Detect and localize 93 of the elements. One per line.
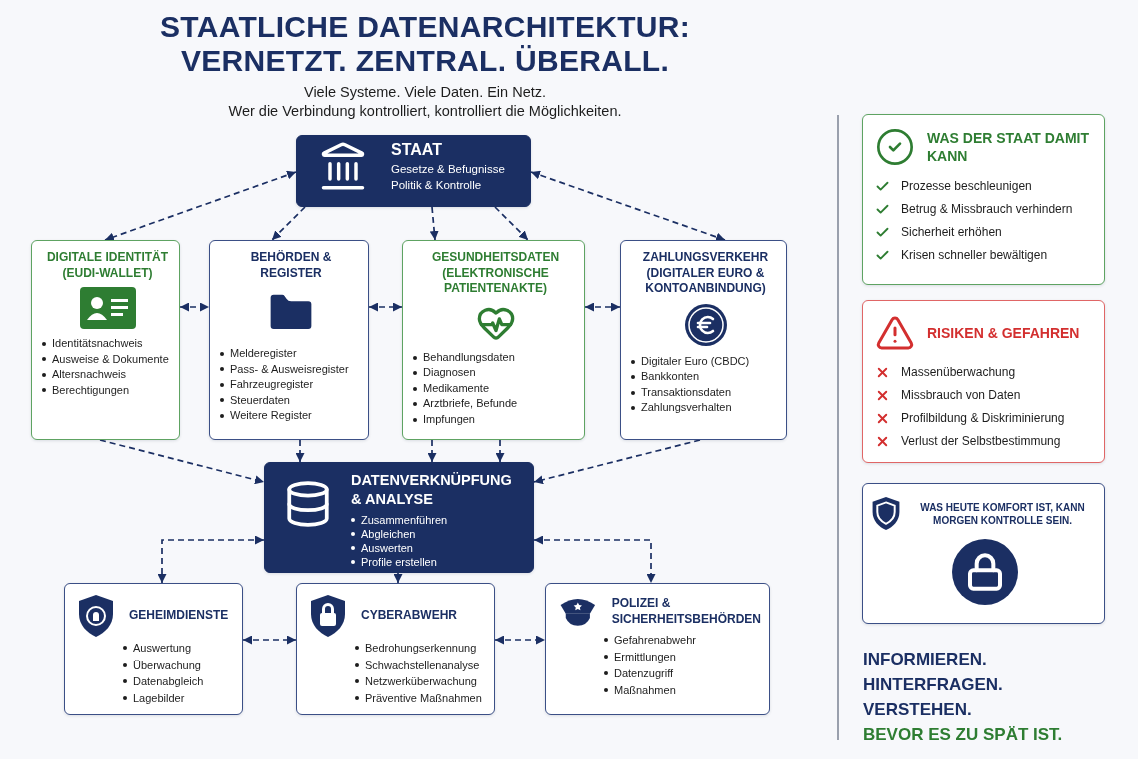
list-item: Behandlungsdaten <box>423 349 515 365</box>
list-item: Zahlungsverhalten <box>641 400 732 416</box>
list-item: Profile erstellen <box>361 554 437 569</box>
node-heading: ZAHLUNGSVERKEHR (DIGITALER EURO & KONTOANBINDUNG) <box>641 250 770 297</box>
info-card <box>402 240 585 440</box>
node-heading: GEHEIMDIENSTE <box>129 608 230 624</box>
node-heading: DATENVERKNÜPFUNG & ANALYSE <box>351 471 513 509</box>
list-item: Auswerten <box>361 540 413 555</box>
info-card <box>296 583 495 715</box>
slogan-text: HINTERFRAGEN. <box>863 675 1003 695</box>
list-item: Berechtigungen <box>52 382 130 398</box>
list-item: Sicherheit erhöhen <box>901 224 1002 241</box>
connector-arrow <box>295 439 305 463</box>
list-item: Lagebilder <box>133 690 185 706</box>
list-item: Prozesse beschleunigen <box>901 178 1032 195</box>
connector-arrow <box>494 206 529 241</box>
slogan-text: VERSTEHEN. <box>863 700 972 720</box>
node-text: Politik & Kontrolle <box>391 177 483 193</box>
node-heading: POLIZEI & SICHERHEITSBEHÖRDEN <box>611 596 761 628</box>
list-item: Melderegister <box>230 346 297 362</box>
node-heading: DIGITALE IDENTITÄT (EUDI-WALLET) <box>45 250 170 282</box>
list-item: Profilbildung & Diskriminierung <box>901 410 1065 427</box>
list-item: Bankkonten <box>641 369 700 385</box>
list-item: Massenüberwachung <box>901 364 1016 381</box>
connector-arrow <box>99 439 265 485</box>
list-item: Krisen schneller bewältigen <box>901 247 1048 264</box>
list-item: Arztbriefe, Befunde <box>423 396 518 412</box>
list-item: Gefahrenabwehr <box>614 633 696 648</box>
list-item: Abgleichen <box>361 526 416 541</box>
connector-arrow <box>533 439 701 485</box>
dark-box <box>296 135 531 207</box>
connector-arrow <box>494 635 546 645</box>
info-card <box>620 240 787 440</box>
node-heading: CYBERABWEHR <box>361 608 458 624</box>
connector-arrow <box>429 206 439 241</box>
list-item: Auswertung <box>133 641 192 656</box>
list-item: Pass- & Ausweisregister <box>230 361 349 377</box>
list-item: Verlust der Selbstbestimmung <box>901 433 1061 450</box>
subtitle: Viele Systeme. Viele Daten. Ein Netz. <box>302 84 548 100</box>
list-item: Schwachstellenanalyse <box>365 657 480 673</box>
list-item: Digitaler Euro (CBDC) <box>641 353 750 369</box>
list-item: Impfungen <box>423 411 475 427</box>
list-item: Maßnahmen <box>614 682 676 698</box>
list-item: Netzwerküberwachung <box>365 674 477 689</box>
subtitle: Wer die Verbindung kontrolliert, kontrolliert die Möglichkeiten. <box>227 103 623 119</box>
list-item: Bedrohungserkennung <box>365 641 477 656</box>
node-text: Gesetze & Befugnisse <box>391 161 505 177</box>
list-item: Datenabgleich <box>133 674 204 689</box>
list-item: Zusammenführen <box>361 512 448 527</box>
info-card <box>862 483 1105 624</box>
connector-arrow <box>242 635 297 645</box>
node-heading: GESUNDHEITSDATEN (ELEKTRONISCHE PATIENTENAKTE) <box>430 250 561 297</box>
connector-arrow <box>533 535 656 584</box>
list-item: Fahrzeugregister <box>230 377 314 393</box>
info-card <box>64 583 243 715</box>
node-heading: BEHÖRDEN & REGISTER <box>249 250 333 282</box>
connector-arrow <box>495 439 505 463</box>
connector-arrow <box>157 535 265 584</box>
node-heading: RISIKEN & GEFAHREN <box>927 323 1081 343</box>
connector-arrow <box>368 302 403 312</box>
info-card <box>862 114 1105 285</box>
title: STAATLICHE DATENARCHITEKTUR: VERNETZT. ZENTRAL. ÜBERALL. <box>159 10 691 78</box>
node-heading: WAS HEUTE KOMFORT IST, KANN MORGEN KONTROLLE SEIN. <box>919 500 1086 527</box>
info-card <box>545 583 770 715</box>
list-item: Betrug & Missbrauch verhindern <box>901 201 1073 218</box>
slogan-text: INFORMIEREN. <box>863 650 987 670</box>
list-item: Medikamente <box>423 380 490 396</box>
dark-box <box>264 462 534 573</box>
list-item: Transaktionsdaten <box>641 384 732 400</box>
list-item: Ausweise & Dokumente <box>52 351 169 367</box>
slogan-text: BEVOR ES ZU SPÄT IST. <box>863 725 1063 745</box>
info-card <box>209 240 369 440</box>
connector-arrow <box>393 572 403 584</box>
connector-arrow <box>271 206 306 241</box>
info-card <box>862 300 1105 463</box>
connector-arrow <box>104 170 297 242</box>
connector-arrow <box>584 302 621 312</box>
list-item: Diagnosen <box>423 365 476 381</box>
list-item: Weitere Register <box>230 408 312 424</box>
info-card <box>31 240 180 440</box>
list-item: Datenzugriff <box>614 666 674 681</box>
list-item: Präventive Maßnahmen <box>365 690 482 706</box>
connector-arrow <box>179 302 210 312</box>
connector-arrow <box>530 170 726 242</box>
list-item: Ermittlungen <box>614 649 676 665</box>
list-item: Identitätsnachweis <box>52 336 143 352</box>
node-heading: STAAT <box>391 140 443 160</box>
list-item: Steuerdaten <box>230 392 290 408</box>
list-item: Altersnachweis <box>52 367 126 383</box>
list-item: Überwachung <box>133 657 201 673</box>
list-item: Missbrauch von Daten <box>901 387 1021 404</box>
node-heading: WAS DER STAAT DAMIT KANN <box>927 128 1091 166</box>
connector-arrow <box>427 439 437 463</box>
